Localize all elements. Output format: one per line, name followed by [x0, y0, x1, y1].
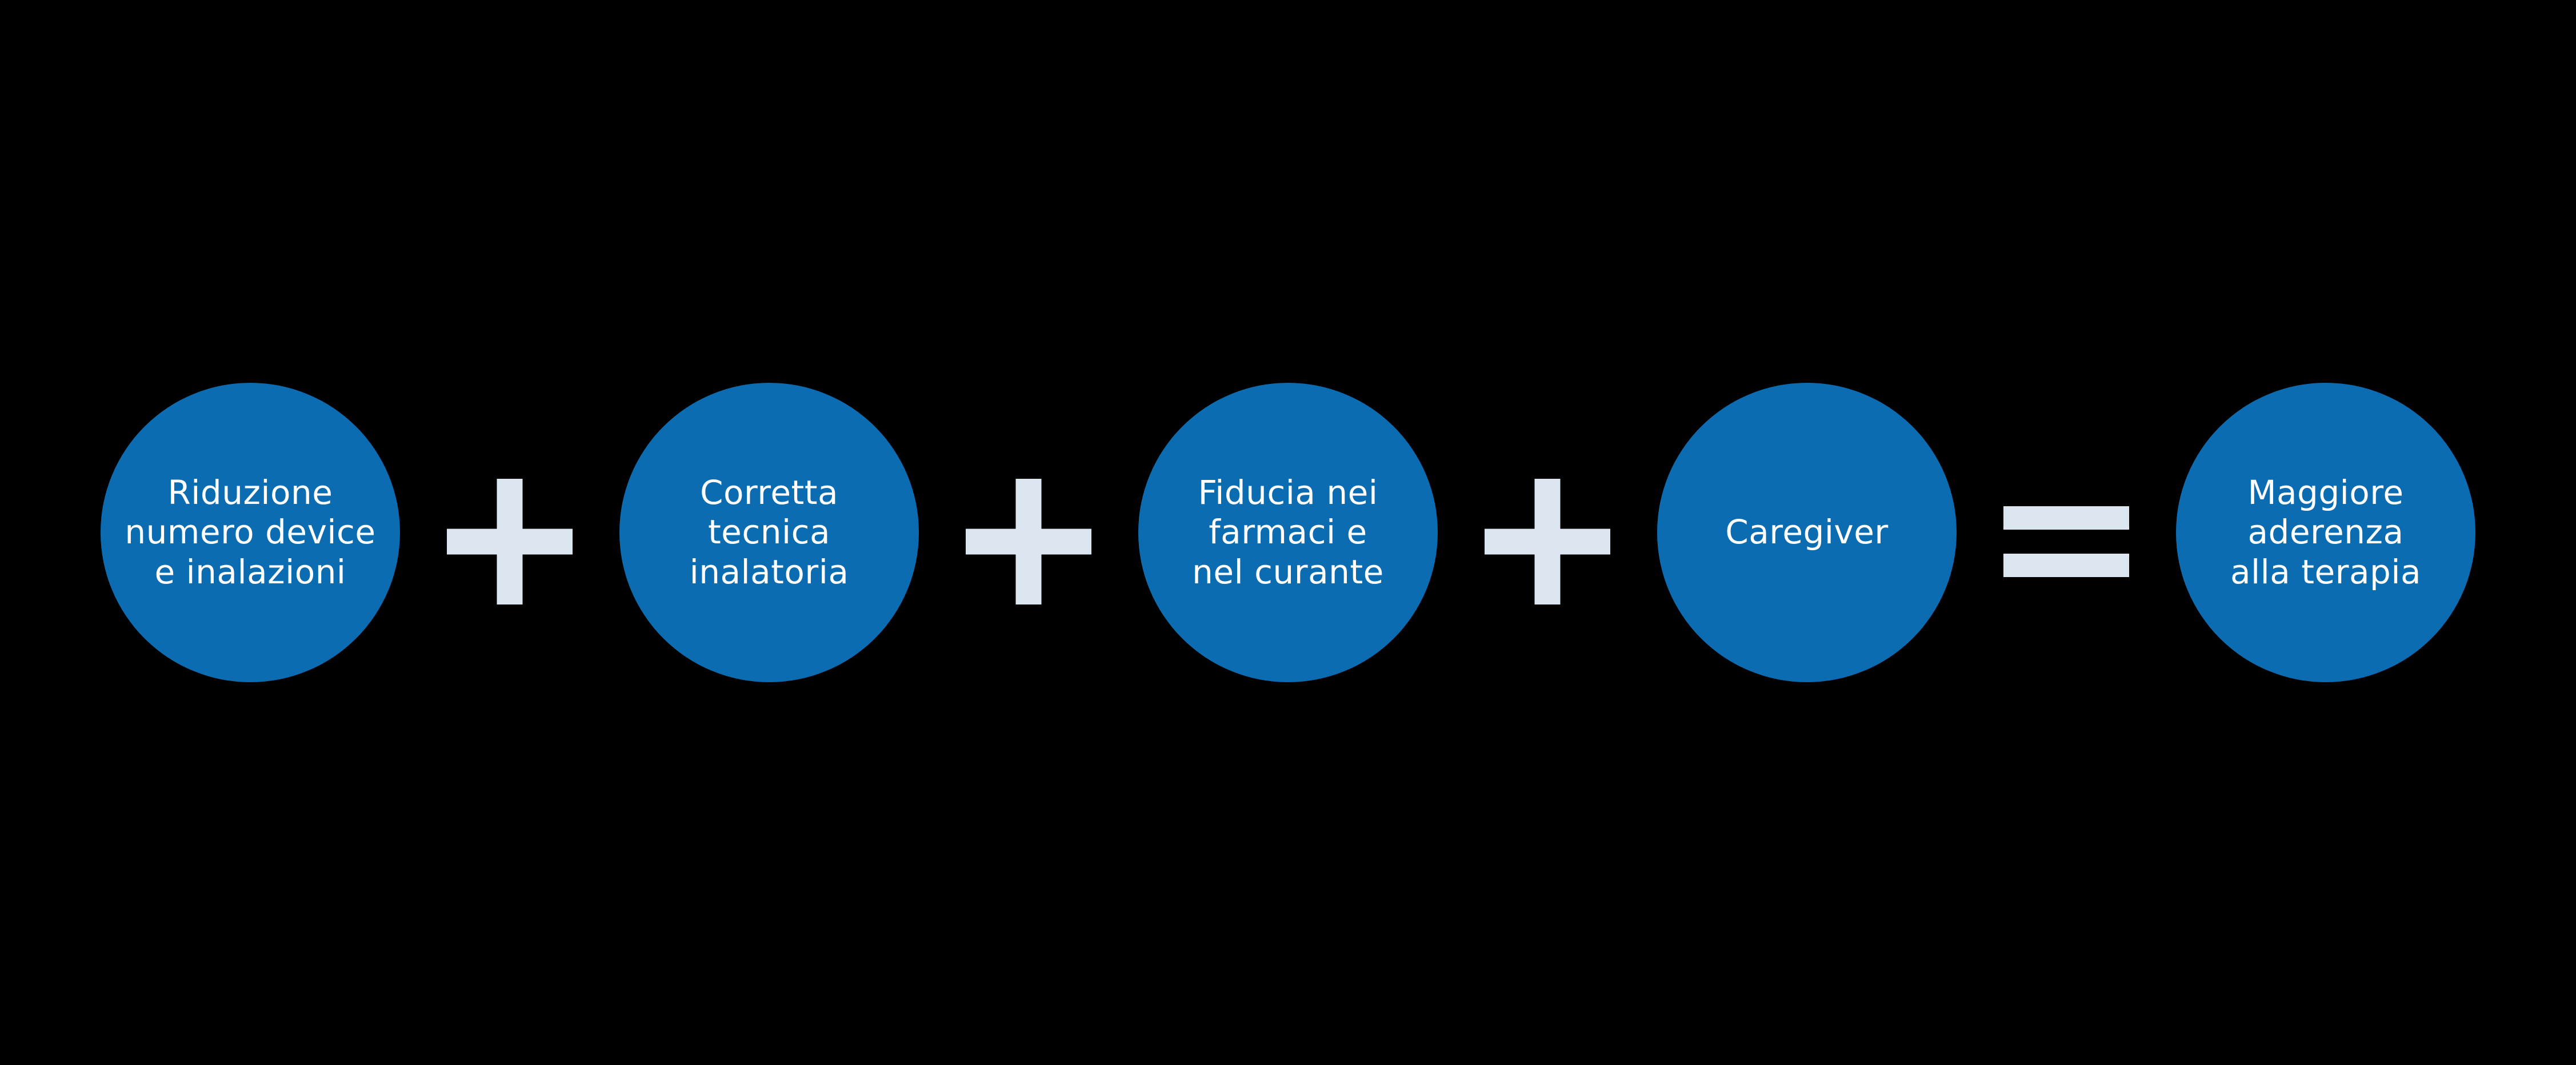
circle-label: Caregiver	[1725, 513, 1889, 552]
circle-caregiver: Caregiver	[1657, 383, 1957, 682]
circle-label: Riduzione numero device e inalazioni	[125, 473, 376, 591]
circle-maggiore-aderenza: Maggiore aderenza alla terapia	[2176, 383, 2475, 682]
plus-icon	[1485, 479, 1610, 604]
circle-riduzione-device: Riduzione numero device e inalazioni	[101, 383, 400, 682]
equals-bar-top	[2003, 506, 2129, 530]
plus-icon	[447, 479, 573, 604]
circle-label: Maggiore aderenza alla terapia	[2230, 473, 2422, 591]
circle-label: Fiducia nei farmaci e nel curante	[1192, 473, 1384, 591]
plus-icon	[966, 479, 1091, 604]
equals-icon	[2003, 506, 2129, 577]
circle-corretta-tecnica: Corretta tecnica inalatoria	[619, 383, 919, 682]
equals-bar-bottom	[2003, 554, 2129, 577]
circle-fiducia-farmaci: Fiducia nei farmaci e nel curante	[1138, 383, 1438, 682]
circle-label: Corretta tecnica inalatoria	[689, 473, 849, 591]
